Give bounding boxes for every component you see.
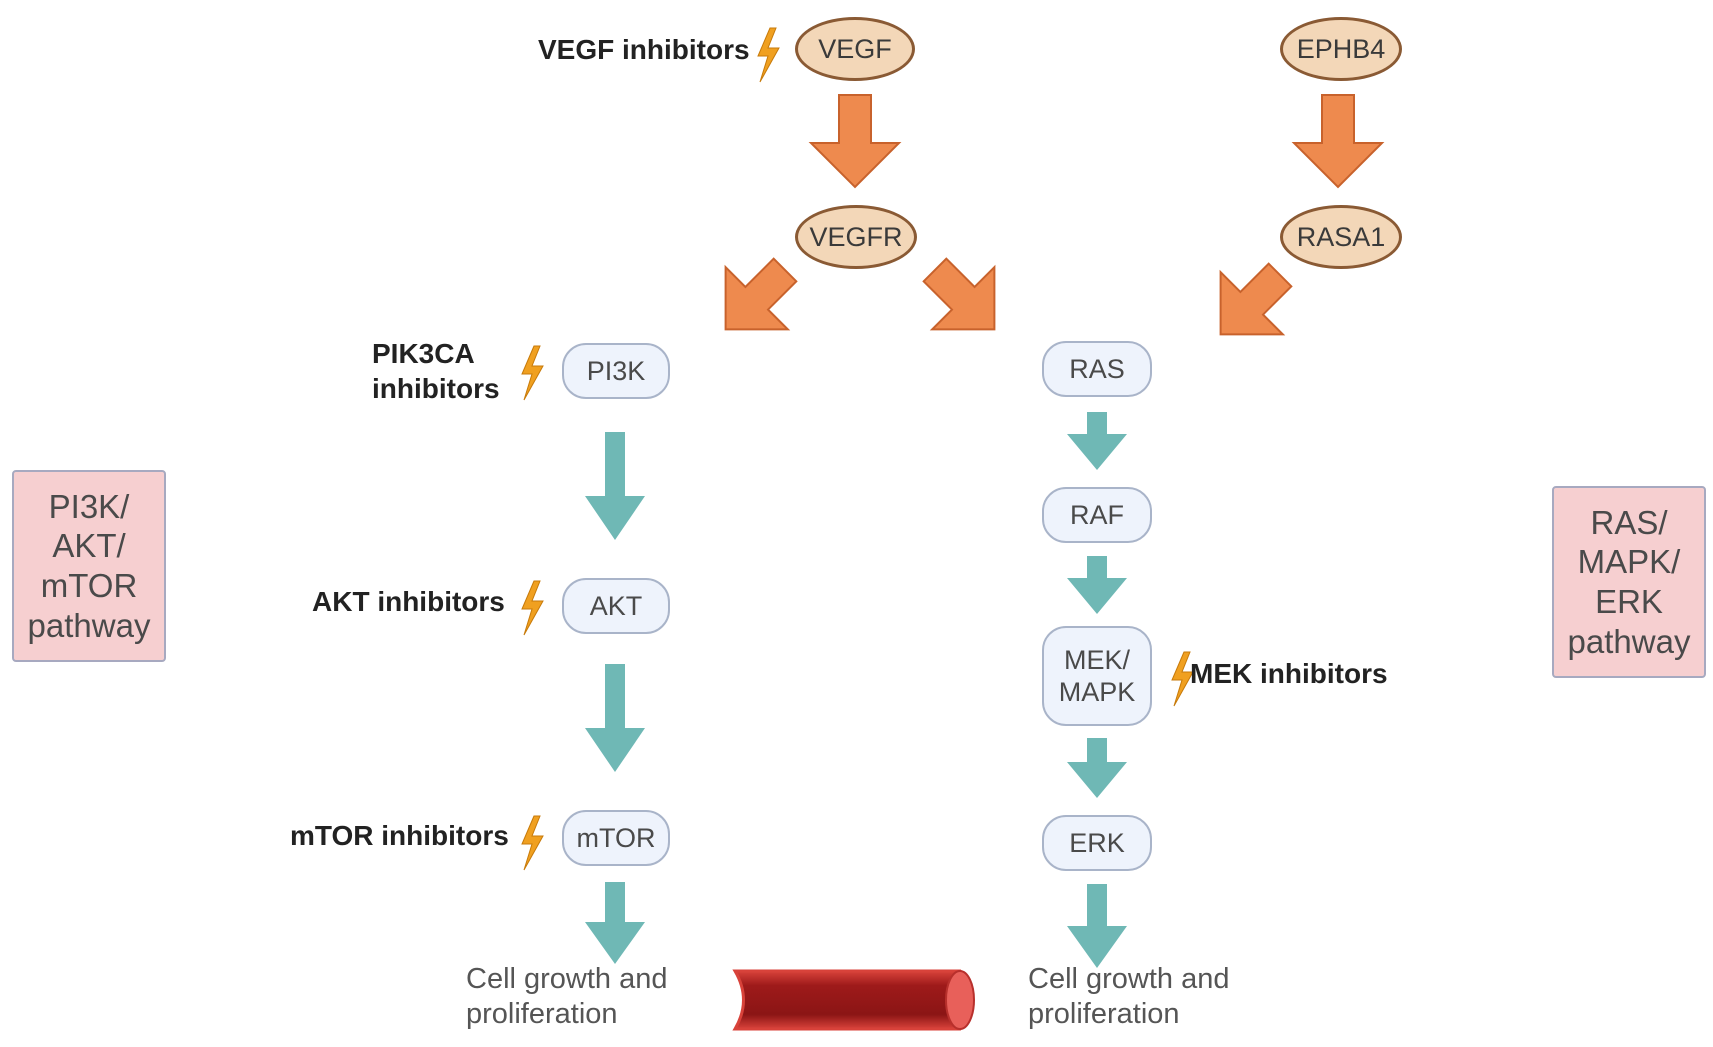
node-ephb4: EPHB4 — [1280, 17, 1402, 81]
pathway-box-left: PI3K/ AKT/ mTOR pathway — [12, 470, 166, 662]
arrow-ras-to-raf — [1067, 412, 1127, 470]
node-erk: ERK — [1042, 815, 1152, 871]
outcome-left-line: proliferation — [466, 997, 618, 1030]
label-pik3ca-inhibitors: PIK3CA inhibitors — [372, 336, 500, 406]
outcome-right-line: proliferation — [1028, 997, 1180, 1030]
label-pik3ca-line2: inhibitors — [372, 373, 500, 404]
node-mek: MEK/ MAPK — [1042, 626, 1152, 726]
pathway-left-line: PI3K/ — [48, 487, 130, 525]
blood-vessel-icon — [732, 969, 975, 1031]
lightning-bolt-icon — [521, 580, 544, 636]
lightning-bolt-icon — [757, 27, 780, 83]
arrow-vegf-to-vegfr — [808, 94, 902, 189]
label-vegf-inhibitors: VEGF inhibitors — [538, 34, 750, 65]
outcome-right-line: Cell growth and — [1028, 963, 1230, 995]
lightning-bolt-icon — [521, 815, 544, 871]
pathway-left-line: mTOR — [40, 567, 138, 604]
arrow-rasa1-to-ras — [1219, 262, 1293, 336]
arrow-vegfr-to-pi3k — [724, 257, 798, 331]
pathway-right-line: pathway — [1567, 622, 1691, 660]
node-pi3k: PI3K — [562, 343, 670, 399]
pathway-left-line: AKT/ — [52, 527, 126, 565]
node-mek-line1: MEK/ — [1063, 644, 1130, 675]
node-rasa1: RASA1 — [1280, 205, 1402, 269]
pathway-left-line: pathway — [27, 606, 151, 644]
node-akt: AKT — [562, 578, 670, 634]
label-mtor-inhibitors: mTOR inhibitors — [290, 820, 509, 851]
node-ras: RAS — [1042, 341, 1152, 397]
pathway-right-line: MAPK/ — [1577, 543, 1681, 581]
node-raf: RAF — [1042, 487, 1152, 543]
arrow-erk-to-growth — [1067, 884, 1127, 968]
label-pik3ca-line1: PIK3CA — [372, 338, 475, 369]
lightning-bolt-icon — [521, 345, 544, 401]
arrow-pi3k-to-akt — [585, 432, 645, 540]
node-vegfr: VEGFR — [795, 205, 917, 269]
label-mek-inhibitors: MEK inhibitors — [1190, 658, 1388, 689]
lightning-bolt-icon — [1171, 651, 1194, 707]
arrow-mek-to-erk — [1067, 738, 1127, 798]
node-mtor: mTOR — [562, 810, 670, 866]
pathway-right-line: RAS/ — [1590, 503, 1668, 541]
pathway-box-right: RAS/ MAPK/ ERK pathway — [1552, 486, 1706, 678]
arrow-raf-to-mek — [1067, 556, 1127, 614]
outcome-left: Cell growth and proliferation — [466, 962, 668, 1032]
arrow-akt-to-mtor — [585, 664, 645, 772]
arrow-vegfr-to-ras — [922, 257, 996, 331]
outcome-right: Cell growth and proliferation — [1028, 962, 1230, 1032]
node-mek-line2: MAPK — [1058, 677, 1136, 707]
label-akt-inhibitors: AKT inhibitors — [312, 586, 505, 617]
node-vegf: VEGF — [795, 17, 915, 81]
arrow-ephb4-to-rasa1 — [1291, 94, 1385, 189]
outcome-left-line: Cell growth and — [466, 963, 668, 995]
arrow-mtor-to-growth — [585, 882, 645, 964]
pathway-right-line: ERK — [1595, 583, 1663, 620]
